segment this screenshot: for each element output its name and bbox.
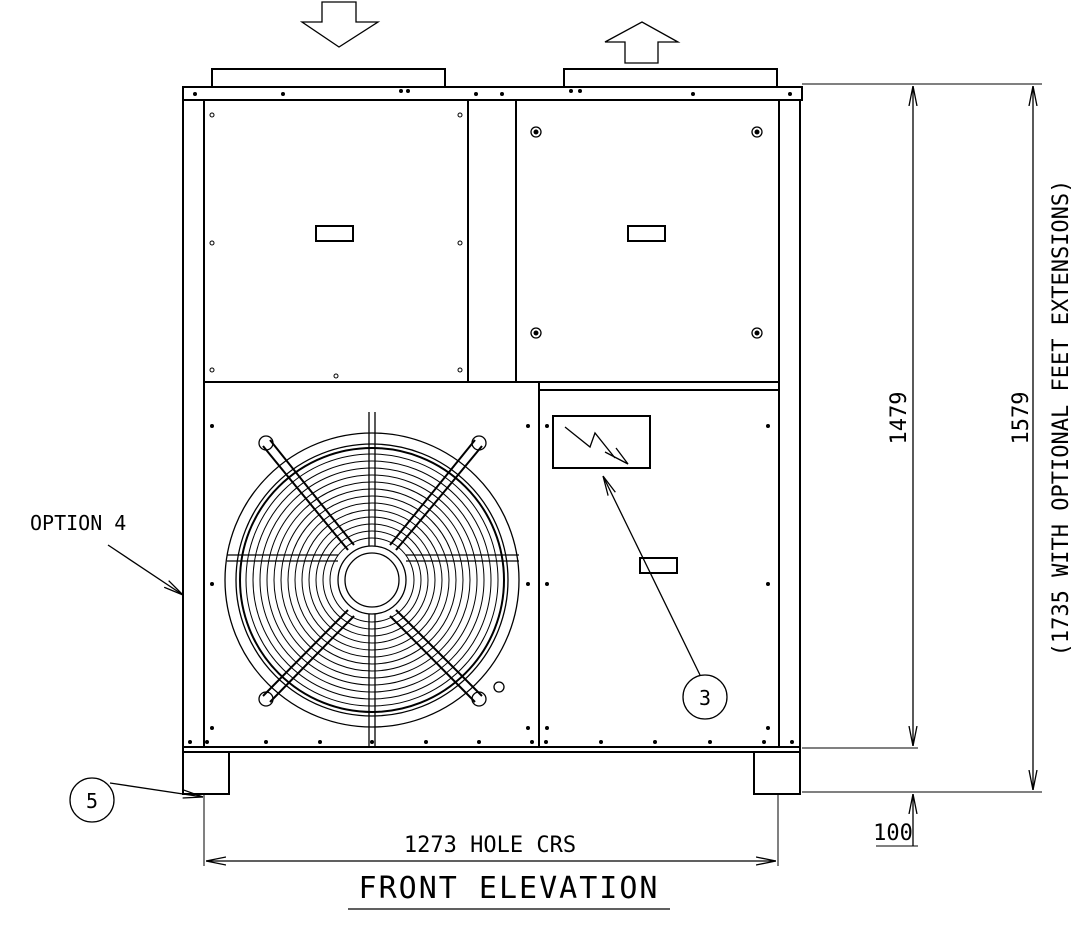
electrical-handle [639, 557, 678, 574]
upper-left-handle [315, 225, 354, 242]
width-dimension: 1273 HOLE CRS [404, 833, 576, 858]
feet-dimension: 100 [873, 821, 913, 846]
rivets [188, 89, 794, 744]
height-1579-dimension: 1579 [1009, 392, 1034, 445]
callout-5-label: 5 [86, 789, 98, 813]
outlet-duct [563, 68, 778, 88]
top-rail [182, 86, 803, 101]
callout-3-circle [682, 674, 728, 720]
inlet-duct [211, 68, 446, 88]
height-1479-dimension: 1479 [887, 392, 912, 445]
right-foot [753, 751, 801, 795]
upper-center-strip [467, 99, 517, 383]
left-post [182, 99, 205, 748]
panel-bolts [530, 126, 763, 339]
height-note: (1735 WITH OPTIONAL FEET EXTENSIONS) [1049, 180, 1074, 657]
inlet-down-arrow [299, 1, 381, 48]
outlet-up-arrow [604, 21, 681, 64]
option-4-label: OPTION 4 [30, 511, 126, 535]
callout-5-circle [69, 777, 115, 823]
left-foot [182, 751, 230, 795]
right-post [778, 99, 801, 748]
upper-right-handle [627, 225, 666, 242]
callout-3-label: 3 [699, 686, 711, 710]
electrical-panel [538, 389, 780, 748]
hazard-label [552, 415, 651, 469]
fan-guard [224, 412, 520, 748]
drawing-title: FRONT ELEVATION [359, 871, 660, 906]
